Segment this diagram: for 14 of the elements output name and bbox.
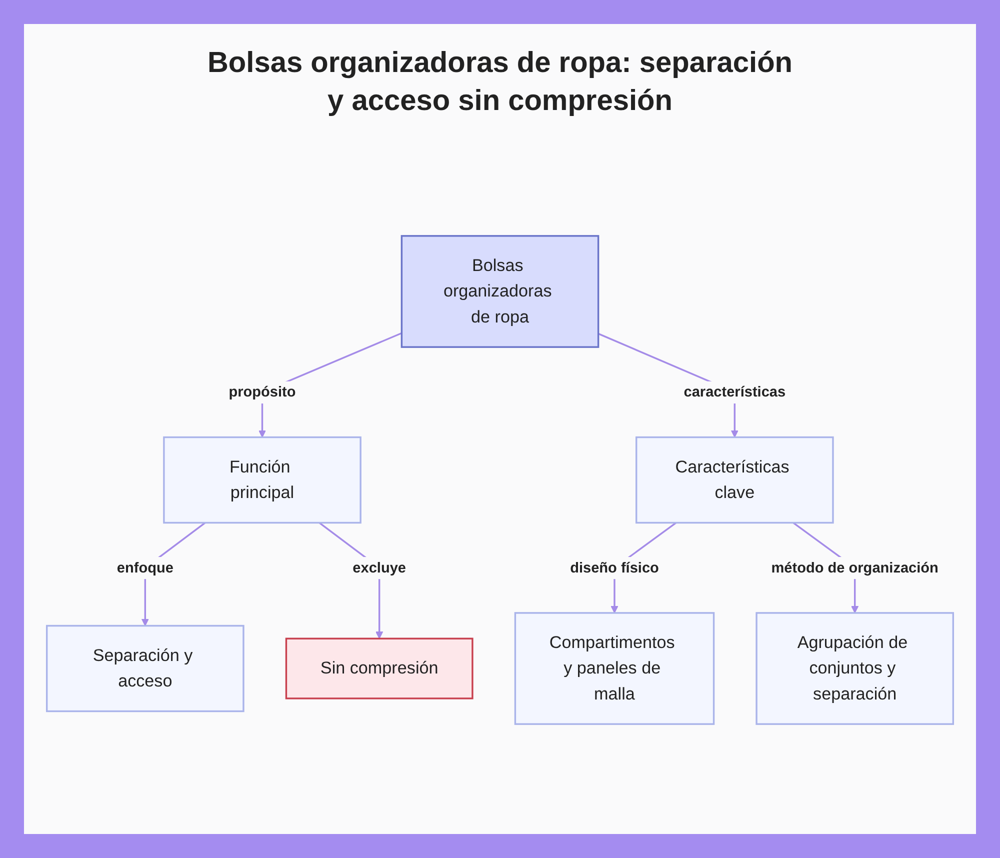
edge-label: características <box>684 381 786 404</box>
edge-label: método de organización <box>771 556 938 579</box>
process-box: Bolsas organizadoras de ropa <box>400 235 600 348</box>
process-box: Separación y acceso <box>46 624 244 712</box>
process-box: Agrupación de conjuntos y separación <box>756 612 954 725</box>
process-box: Sin compresión <box>285 638 474 700</box>
process-box: Función principal <box>163 436 362 524</box>
process-box: Compartimentos y paneles de malla <box>514 612 715 725</box>
process-box: Características clave <box>636 436 834 524</box>
edge-label: propósito <box>228 381 296 404</box>
edge-label: excluye <box>352 556 406 579</box>
edge-label: diseño físico <box>570 556 659 579</box>
title: Bolsas organizadoras de ropa: separación y acceso sin compresión <box>206 46 794 119</box>
edge-label: enfoque <box>116 556 174 579</box>
